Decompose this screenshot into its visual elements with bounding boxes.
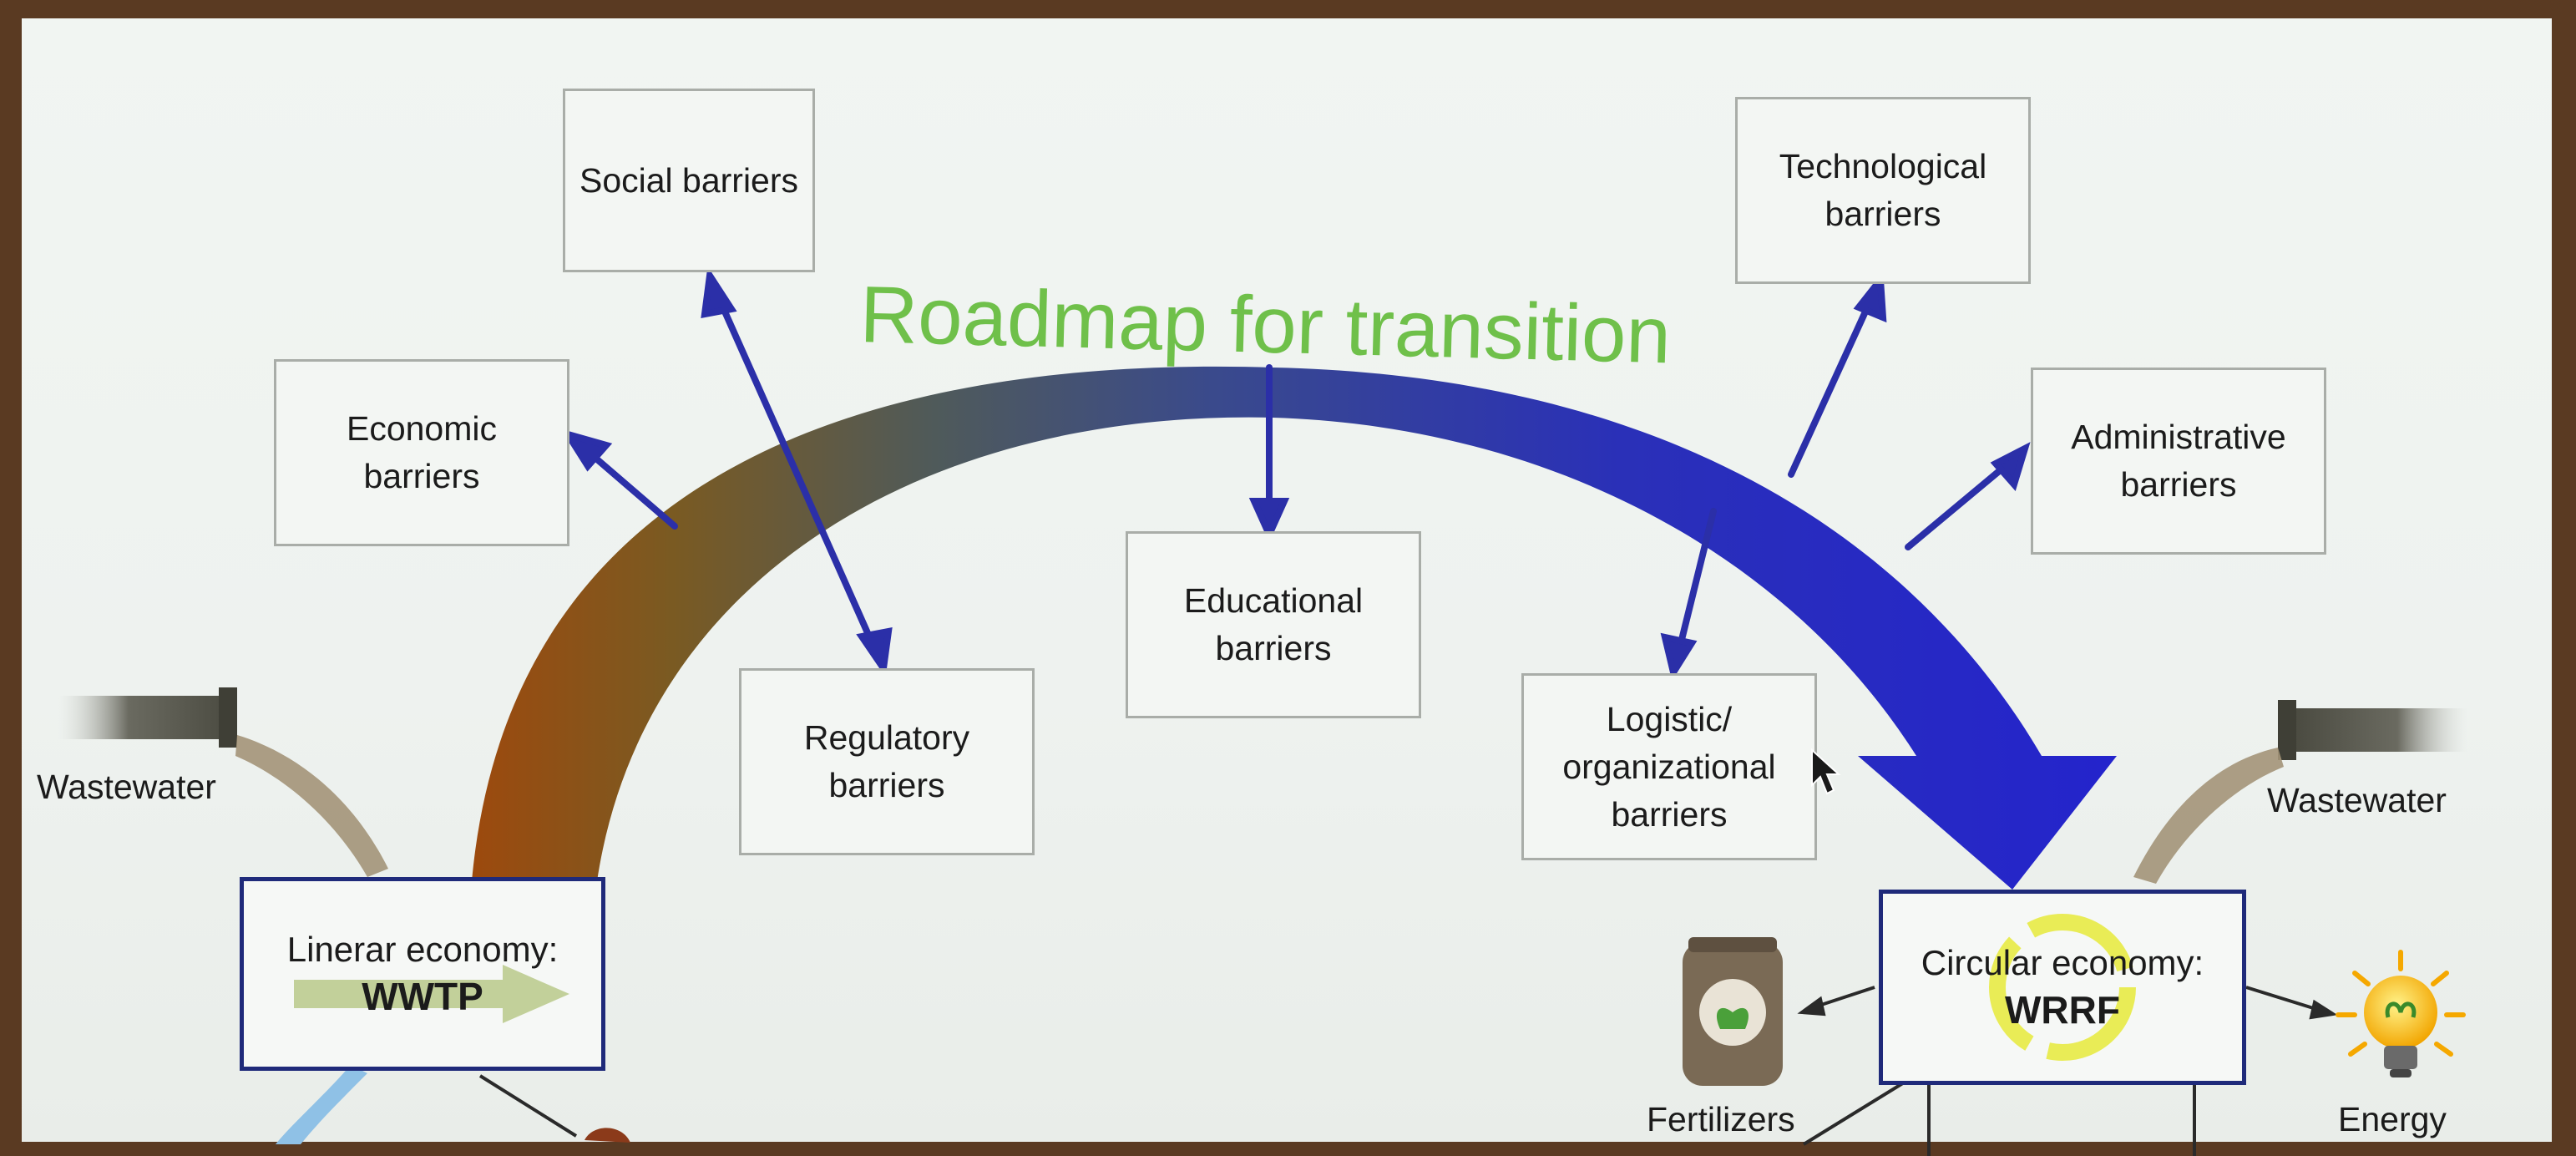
right-pipe-icon [2133,700,2467,884]
arrow-social-regulatory [715,293,878,653]
technological-barriers-box: Technological barriers [1735,97,2031,284]
mouse-cursor-icon [1811,748,1841,795]
arrow-to-logistic [1675,508,1717,657]
social-barriers-box: Social barriers [563,89,815,272]
water-stream-icon [276,1065,367,1144]
logistic-barriers-box: Logistic/ organizational barriers [1521,673,1817,860]
roadmap-arc [472,366,2117,890]
linear-economy-box: Linerar economy: WWTP [240,877,605,1071]
fertilizer-arrow [1813,986,1875,1009]
circular-diagonal [1802,1076,1914,1146]
circular-economy-box: Circular economy: WRRF [1879,890,2246,1085]
energy-label: Energy [2338,1100,2447,1138]
arrow-to-administrative [1905,460,2012,550]
regulatory-barriers-box: Regulatory barriers [739,668,1035,855]
energy-arrow [2245,986,2322,1012]
linear-output-arrow [478,1074,578,1138]
administrative-barriers-box: Administrative barriers [2031,368,2326,555]
left-pipe-icon [58,687,388,877]
arrow-to-technological [1788,297,1874,478]
fertilizers-label: Fertilizers [1647,1100,1795,1138]
educational-barriers-box: Educational barriers [1126,531,1421,718]
linear-arrow-icon [294,965,569,1023]
wastewater-left-label: Wastewater [37,768,216,806]
wrrf-label: WRRF [2005,988,2120,1032]
fertilizer-bag-icon [1683,937,1783,1086]
lightbulb-icon [2336,950,2466,1077]
recycle-cycle-icon [1989,914,2136,1061]
output-object-icon [585,1128,630,1143]
linear-economy-label: Linerar economy: [286,930,559,969]
wastewater-right-label: Wastewater [2267,781,2447,819]
economic-barriers-box: Economic barriers [274,359,569,546]
wwtp-label: WWTP [362,975,483,1018]
arrow-to-economic [581,445,678,530]
circular-economy-label: Circular economy: [1921,943,2204,982]
